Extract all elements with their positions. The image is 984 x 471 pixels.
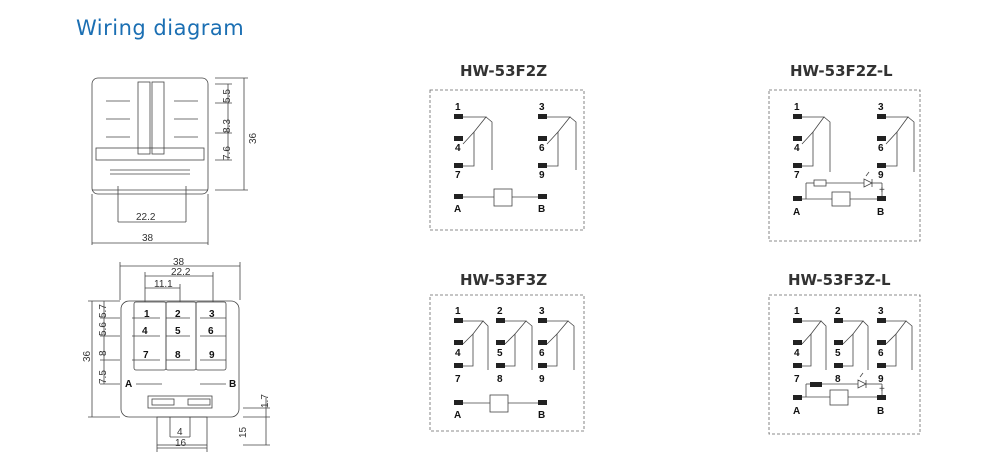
relay-base-view [88, 262, 270, 452]
pin-label: 8 [835, 374, 841, 385]
pin-label: 7 [143, 350, 149, 361]
pin-label: 1 [144, 309, 150, 320]
dim-label: 8.3 [222, 119, 233, 133]
plus-sign: + [879, 384, 885, 395]
pin-label: 1 [455, 306, 461, 317]
terminal-markers [454, 114, 886, 405]
pin-label: A [454, 410, 461, 421]
pin-label: 9 [209, 350, 215, 361]
dim-label: 38 [173, 257, 185, 268]
dim-label: 7.6 [222, 146, 233, 160]
dim-label: 5.6 [98, 322, 109, 336]
dim-label: 16 [175, 438, 187, 449]
pin-label: 2 [835, 306, 841, 317]
pin-label: 5 [835, 348, 841, 359]
pin-label: 1 [794, 306, 800, 317]
pin-label: 5 [497, 348, 503, 359]
page-title: Wiring diagram [76, 16, 245, 40]
dim-label: 36 [248, 132, 259, 144]
pin-label: 8 [175, 350, 181, 361]
dim-label: 15 [238, 426, 249, 438]
pin-label: 4 [142, 326, 148, 337]
pin-label: 3 [539, 102, 545, 113]
schematic-box-1 [429, 89, 585, 231]
pin-label: B [538, 204, 545, 215]
pin-label: 3 [539, 306, 545, 317]
pin-label: 7 [794, 170, 800, 181]
pin-label: 3 [878, 102, 884, 113]
pin-label: 7 [794, 374, 800, 385]
schematic-3-wiring [462, 320, 575, 413]
schematic-1-wiring [462, 116, 577, 207]
schematic-box-3 [429, 294, 585, 432]
pin-label: 3 [209, 309, 215, 320]
dim-label: 4 [177, 427, 183, 438]
pin-label: B [229, 379, 236, 390]
pin-label: 2 [175, 309, 181, 320]
pin-label: B [877, 207, 884, 218]
diagram-title: HW-53F2Z [460, 62, 547, 80]
pin-label: A [125, 379, 132, 390]
dim-label: 1.7 [260, 394, 271, 408]
diagram-title: HW-53F3Z [460, 271, 547, 289]
pin-label: A [793, 406, 800, 417]
pin-label: 6 [539, 143, 545, 154]
pin-label: 1 [794, 102, 800, 113]
pin-label: 7 [455, 374, 461, 385]
plus-sign: + [879, 185, 885, 196]
pin-label: A [454, 204, 461, 215]
dim-label: 22.2 [136, 212, 156, 223]
pin-label: 2 [497, 306, 503, 317]
pin-label: 8 [497, 374, 503, 385]
schematic-box-4 [768, 294, 921, 435]
schematic-2-wiring [801, 116, 915, 207]
pin-label: 9 [539, 170, 545, 181]
pin-label: 1 [455, 102, 461, 113]
pin-label: 4 [794, 348, 800, 359]
dim-label: 36 [82, 350, 93, 362]
dim-label: 7.5 [98, 370, 109, 384]
pin-label: B [538, 410, 545, 421]
diagram-title: HW-53F3Z-L [788, 271, 891, 289]
pin-label: 7 [455, 170, 461, 181]
pin-label: 6 [878, 348, 884, 359]
schematic-4-wiring [801, 320, 913, 406]
pin-label: 9 [878, 170, 884, 181]
pin-label: B [877, 406, 884, 417]
pin-label: 9 [878, 374, 884, 385]
dim-label: 38 [142, 233, 154, 244]
pin-label: 6 [878, 143, 884, 154]
dim-label: 5.5 [222, 89, 233, 103]
dim-label: 5.7 [98, 304, 109, 318]
pin-label: 6 [539, 348, 545, 359]
pin-label: 9 [539, 374, 545, 385]
diagram-title: HW-53F2Z-L [790, 62, 893, 80]
pin-label: 5 [175, 326, 181, 337]
pin-label: 4 [455, 348, 461, 359]
pin-label: 4 [455, 143, 461, 154]
pin-label: A [793, 207, 800, 218]
relay-side-view [91, 77, 248, 245]
pin-label: 4 [794, 143, 800, 154]
dim-label: 22.2 [171, 267, 191, 278]
dim-label: 8 [98, 350, 109, 356]
pin-label: 6 [208, 326, 214, 337]
pin-label: 3 [878, 306, 884, 317]
schematic-box-2 [768, 89, 921, 242]
dim-label: 11.1 [154, 279, 173, 290]
